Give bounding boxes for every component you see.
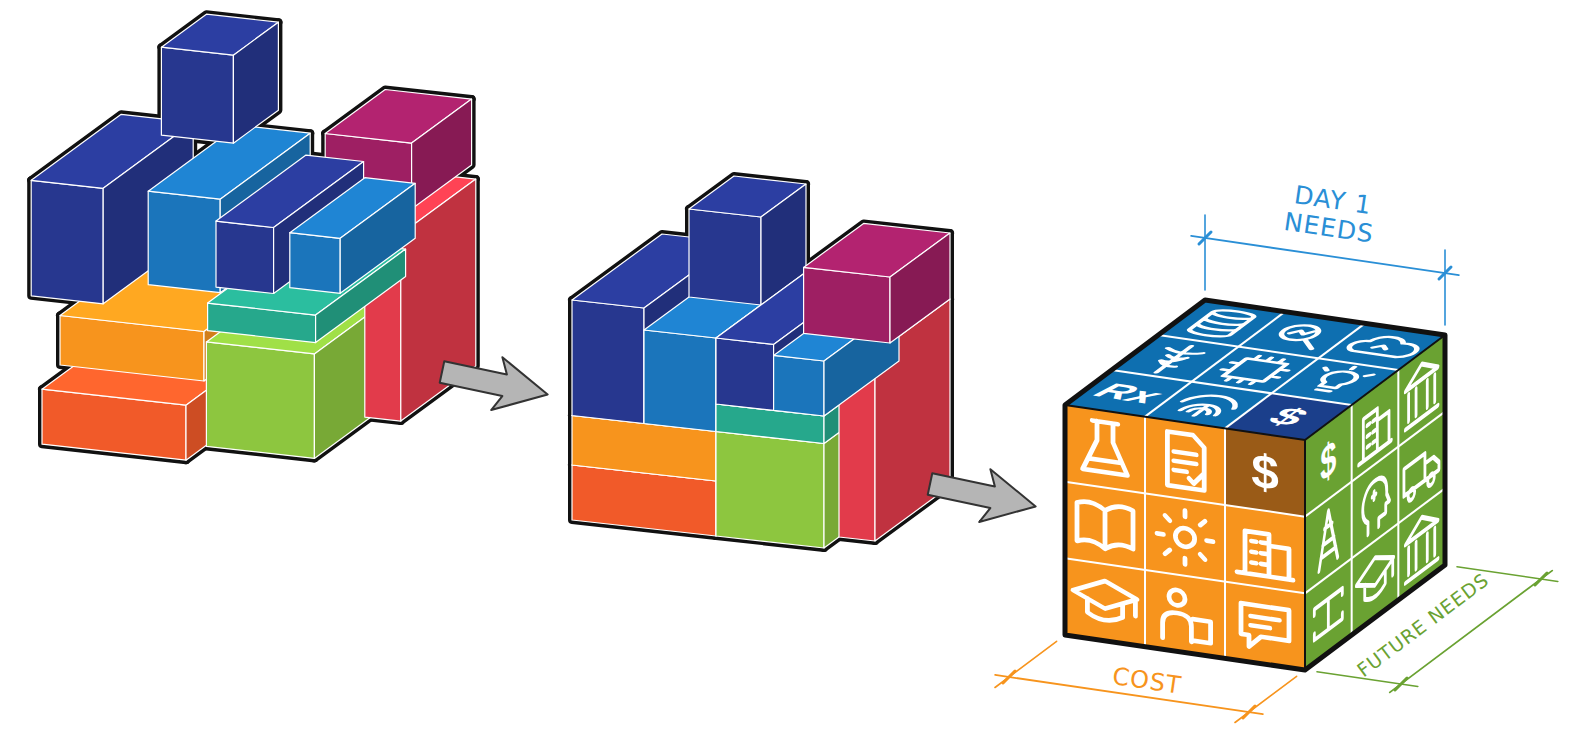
block-face [340, 183, 415, 293]
cell-icon [1319, 504, 1338, 572]
front-face [1065, 405, 1305, 670]
cell-icon [1077, 500, 1133, 553]
cell-icon [1073, 576, 1137, 624]
cell-icon [1163, 588, 1211, 645]
silhouette-face [644, 330, 716, 432]
cell-icon [1268, 323, 1338, 349]
silhouette-face [148, 191, 220, 293]
dimension-tick [1199, 232, 1211, 244]
flow-arrow [436, 346, 553, 421]
silhouette [572, 176, 950, 548]
block-face [206, 342, 314, 459]
block-face [572, 300, 644, 424]
block-face [148, 191, 220, 293]
cube-edge [1304, 440, 1306, 670]
silhouette-face [716, 432, 824, 549]
grid-line [1144, 417, 1146, 647]
cell-icon [1404, 443, 1439, 505]
block-face [412, 99, 472, 209]
cell-icon [1363, 470, 1390, 539]
blocks [572, 176, 950, 548]
dimension-tick [1535, 573, 1547, 585]
dimension-tick [1003, 671, 1015, 683]
cell-icon [1359, 398, 1392, 465]
silhouette-face [206, 342, 314, 459]
grid-line [1351, 405, 1353, 635]
extension-line [1235, 676, 1297, 722]
cell-icon [1405, 352, 1438, 430]
dimension-line [1191, 236, 1459, 275]
silhouette-face [290, 233, 340, 294]
cell-icon [1157, 507, 1213, 569]
icon-glyph: $ [1225, 428, 1305, 516]
cell-icon [1211, 354, 1300, 387]
blocks [31, 14, 476, 460]
silhouette-face [804, 267, 890, 343]
cell-icon [1169, 393, 1246, 420]
cell-icon [1237, 530, 1293, 580]
block-face [689, 209, 761, 305]
dimension-tick [1243, 706, 1255, 718]
grid-line [1305, 488, 1445, 593]
block-face [216, 221, 274, 293]
cell-icon [1139, 344, 1209, 375]
silhouette-face [161, 47, 233, 143]
extension-line [1204, 215, 1206, 290]
cell-icon [1345, 333, 1428, 358]
cell-icon [1314, 588, 1342, 640]
block-face [774, 355, 824, 416]
block-face [804, 267, 890, 343]
cell-icon [1241, 603, 1289, 652]
block-face [644, 330, 716, 432]
flow-arrow [924, 458, 1041, 533]
cube-outline [1065, 300, 1445, 670]
silhouette-face [31, 180, 103, 303]
packed-blocks [572, 176, 950, 548]
cell-icon [1356, 544, 1393, 611]
dimension-label: DAY 1 NEEDS [1268, 178, 1395, 250]
silhouette-face [689, 209, 761, 305]
block-face [890, 233, 950, 343]
cell-icon [1083, 419, 1128, 475]
dimension-tick [1439, 267, 1451, 279]
block-face [233, 22, 278, 143]
silhouette-face [216, 221, 274, 293]
solution-cube [1065, 300, 1445, 670]
exploded-blocks [31, 14, 476, 460]
block-face [31, 180, 103, 303]
block-face [161, 47, 233, 143]
block-face [716, 432, 824, 549]
dimension-tick [1395, 678, 1407, 690]
silhouette [31, 14, 476, 460]
grid-line [1224, 428, 1226, 658]
extension-line [995, 641, 1057, 687]
block-face [716, 338, 774, 410]
cube-edge [1065, 335, 1445, 440]
highlight-cell [1225, 428, 1305, 516]
silhouette-face [774, 355, 824, 416]
block-face [290, 233, 340, 294]
silhouette-face [716, 338, 774, 410]
cell-icon [1186, 309, 1258, 339]
cell-icon [1167, 431, 1204, 490]
extension-line [1444, 250, 1446, 325]
cell-icon [1299, 363, 1378, 393]
grid-line [1397, 370, 1399, 600]
silhouette-face [572, 300, 644, 424]
